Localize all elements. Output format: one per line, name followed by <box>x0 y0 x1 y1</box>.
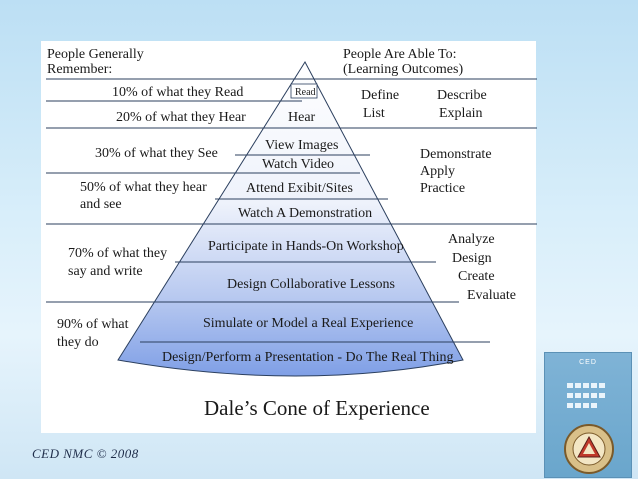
logo-dots-row <box>567 375 611 388</box>
remember-row-do-2: they do <box>57 335 99 350</box>
pyramid-level-simulate-model: Simulate or Model a Real Experience <box>203 316 413 331</box>
pyramid-level-hands-on-workshop: Participate in Hands-On Workshop <box>208 239 404 254</box>
pyramid-level-hear: Hear <box>288 110 316 125</box>
pyramid-level-watch-demonstration: Watch A Demonstration <box>238 206 372 221</box>
left-header-line-1: People Generally <box>47 47 144 62</box>
pyramid-level-attend-exhibit: Attend Exibit/Sites <box>246 181 353 196</box>
outcome-analyze: Analyze <box>448 232 495 247</box>
outcome-explain: Explain <box>439 106 483 121</box>
pyramid-body <box>117 61 464 377</box>
remember-row-read: 10% of what they Read <box>112 85 243 100</box>
remember-row-say-write-1: 70% of what they <box>68 246 167 261</box>
remember-row-see: 30% of what they See <box>95 146 218 161</box>
outcome-create: Create <box>458 269 495 284</box>
pyramid-level-collaborative-lessons: Design Collaborative Lessons <box>227 277 395 292</box>
outcome-define: Define <box>361 88 399 103</box>
logo-dots-row <box>567 395 611 408</box>
logo-text: CED <box>579 359 597 366</box>
right-header-line-2: (Learning Outcomes) <box>343 62 463 77</box>
outcome-practice: Practice <box>420 181 465 196</box>
pyramid-level-view-images: View Images <box>265 138 338 153</box>
ced-logo: CED <box>544 352 632 478</box>
remember-row-hear: 20% of what they Hear <box>116 110 246 125</box>
outcome-evaluate: Evaluate <box>467 288 516 303</box>
outcome-list: List <box>363 106 385 121</box>
logo-dots-row <box>567 385 611 398</box>
left-header-line-2: Remember: <box>47 62 112 77</box>
remember-row-say-write-2: say and write <box>68 264 143 279</box>
read-box <box>290 83 318 99</box>
pyramid-level-real-thing: Design/Perform a Presentation - Do The R… <box>162 350 453 365</box>
right-header-line-1: People Are Able To: <box>343 47 456 62</box>
college-seal-icon <box>564 424 614 474</box>
outcome-describe: Describe <box>437 88 487 103</box>
remember-row-hear-see-1: 50% of what they hear <box>80 180 207 195</box>
copyright-text: CED NMC © 2008 <box>32 446 139 461</box>
pyramid-level-read: Read <box>295 87 316 98</box>
outcome-demonstrate: Demonstrate <box>420 147 492 162</box>
outcome-apply: Apply <box>420 164 455 179</box>
outcome-design: Design <box>452 251 492 266</box>
pyramid-level-watch-video: Watch Video <box>262 157 334 172</box>
remember-row-do-1: 90% of what <box>57 317 129 332</box>
diagram-title: Dale’s Cone of Experience <box>204 396 430 420</box>
remember-row-hear-see-2: and see <box>80 197 122 212</box>
